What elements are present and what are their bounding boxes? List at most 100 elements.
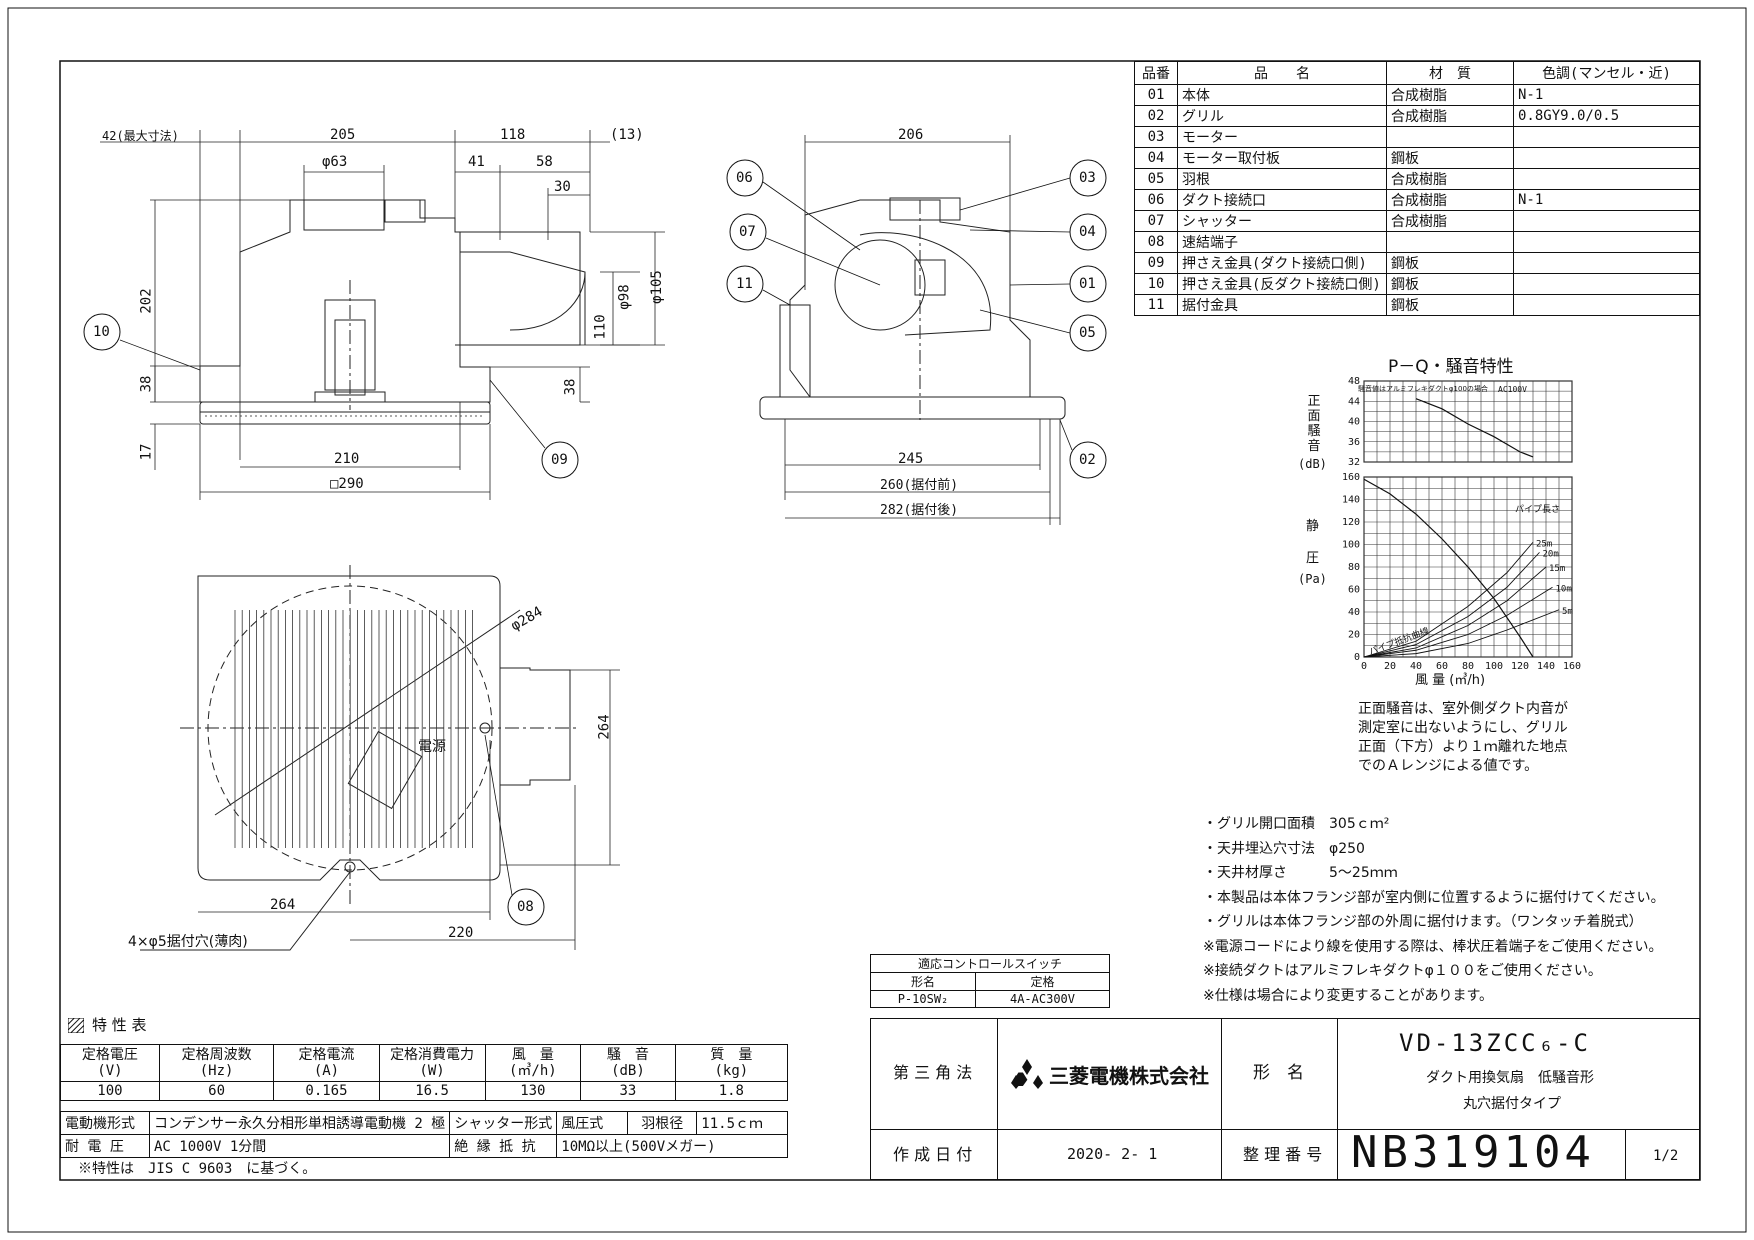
front-view (100, 130, 665, 500)
dim-110: 110 (592, 314, 609, 340)
parts-cell-no: 01 (1134, 84, 1178, 106)
model-label: 形 名 (1253, 1063, 1304, 1083)
pipe-curve-label: 10m (1556, 584, 1572, 594)
callout-01: 01 (1079, 276, 1096, 292)
grille-slots (234, 610, 474, 848)
model-desc-1: ダクト用換気扇 低騒音形 (1426, 1070, 1594, 1086)
spec-header-cell: 定格周波数(Hz) (158, 1044, 275, 1082)
pressure-tick-label: 100 (1342, 540, 1360, 551)
spec-header-cell: 定格電圧(V) (60, 1044, 160, 1082)
x-tick-label: 100 (1485, 661, 1503, 672)
parts-cell-name: 本体 (1177, 84, 1387, 106)
three-diamonds-icon (1011, 1059, 1043, 1089)
parts-cell-color (1513, 273, 1700, 295)
header-color: 色調(マンセル・近) (1513, 61, 1700, 85)
dim-220: 220 (448, 925, 474, 941)
note-line: ※仕様は場合により変更することがあります。 (1203, 987, 1494, 1004)
x-tick-label: 20 (1384, 661, 1396, 672)
pressure-ylabel-2: 圧 (1306, 551, 1320, 566)
x-tick-label: 80 (1462, 661, 1474, 672)
dim-202: 202 (138, 288, 155, 314)
switch-table: 適応コントロールスイッチ 形名 定格 P-10SW₂ 4A-AC300V (870, 954, 1110, 1008)
noise-tick-label: 48 (1348, 376, 1360, 387)
spec-title: 特 性 表 (92, 1016, 147, 1034)
note-line: ・本製品は本体フランジ部が室内側に位置するように据付けてください。 (1203, 889, 1665, 906)
noise-tick-label: 40 (1348, 417, 1360, 428)
model-desc-2: 丸穴据付タイプ (1463, 1096, 1561, 1112)
dim-30: 30 (554, 179, 571, 195)
noise-unit: (dB) (1298, 457, 1327, 471)
callout-11: 11 (736, 276, 753, 292)
parts-cell-material: 鋼板 (1386, 273, 1514, 295)
blade-label: 羽根径 (627, 1111, 698, 1135)
spec-value-cell: 1.8 (674, 1081, 789, 1101)
parts-cell-material: 鋼板 (1386, 147, 1514, 169)
noise-ylabel-char: 音 (1307, 439, 1321, 454)
pq-note-line: 正面騒音は、室外側ダクト内音が (1358, 701, 1568, 717)
company-name: 三菱電機株式会社 (1049, 1063, 1209, 1088)
title-block: 第 三 角 法 三菱電機株式会社 形 名 VD-13ZCC₆-C ダクト用換気扇… (870, 1018, 1700, 1180)
parts-cell-material: 合成樹脂 (1386, 168, 1514, 190)
motor-label: 電動機形式 (60, 1111, 150, 1135)
pipe-curve-25m (1363, 541, 1534, 658)
x-tick-label: 0 (1361, 661, 1367, 672)
note-line: ・天井材厚さ 5～25ｍｍ (1203, 865, 1398, 881)
parts-cell-name: 羽根 (1177, 168, 1387, 190)
noise-ylabel: 正 面 騒 音 (1306, 394, 1322, 454)
pipe-curve-10m (1363, 586, 1553, 658)
parts-cell-color (1513, 231, 1700, 253)
parts-cell-color (1513, 168, 1700, 190)
parts-cell-material: 合成樹脂 (1386, 105, 1514, 127)
dim-105: φ105 (648, 270, 665, 304)
spec-value-cell: 0.165 (273, 1081, 380, 1101)
dim-17: 17 (138, 443, 155, 461)
parts-cell-material: 鋼板 (1386, 294, 1514, 316)
header-name: 品 名 (1177, 61, 1387, 85)
parts-cell-color: 0.8GY9.0/0.5 (1513, 105, 1700, 127)
spec-header-unit: (A) (313, 1063, 340, 1079)
spec-title-mark (67, 1017, 85, 1034)
document-number: NB319104 (1351, 1127, 1595, 1178)
pressure-tick-label: 60 (1348, 585, 1360, 596)
spec-header-unit: (V) (97, 1063, 123, 1079)
noise-tick-label: 44 (1348, 396, 1360, 407)
dim-38: 38 (138, 375, 155, 393)
pq-note-line: 正面（下方）より１ｍ離れた地点 (1358, 739, 1568, 755)
switch-header-model: 形名 (870, 972, 976, 991)
pressure-frame (1363, 476, 1573, 658)
dim-260: 260(据付前) (880, 478, 959, 493)
callout-03: 03 (1079, 170, 1096, 186)
parts-cell-name: モーター取付板 (1177, 147, 1387, 169)
spec-value-cell: 130 (484, 1081, 582, 1101)
noise-grid (1363, 380, 1573, 463)
spec-header-cell: 定格電流(A) (273, 1044, 380, 1082)
mounting-holes-label: 4×φ5据付穴(薄肉) (128, 934, 248, 950)
spec-header-name: 定格電流 (298, 1047, 355, 1063)
callout-02: 02 (1079, 452, 1096, 468)
noise-tick-label: 36 (1348, 437, 1360, 448)
noise-ylabel-char: 騒 (1307, 424, 1321, 439)
x-tick-label: 60 (1436, 661, 1448, 672)
pipe-curve-label: 5m (1562, 607, 1573, 617)
spec-header-cell: 質 量(kg) (674, 1044, 789, 1082)
parts-cell-name: 押さえ金具(ダクト接続口側) (1177, 252, 1387, 274)
pipe-curve-5m (1363, 609, 1560, 658)
projection-label: 第 三 角 法 (893, 1063, 973, 1082)
parts-cell-name: 据付金具 (1177, 294, 1387, 316)
blade-value: 11.5ｃｍ (696, 1111, 788, 1135)
pressure-tick-label: 80 (1348, 562, 1360, 573)
spec-value-cell: 16.5 (378, 1081, 486, 1101)
callout-04: 04 (1079, 224, 1096, 240)
spec-header-row: 定格電圧(V)定格周波数(Hz)定格電流(A)定格消費電力(W)風 量(㎥/h)… (60, 1044, 789, 1082)
side-view (759, 135, 1066, 525)
